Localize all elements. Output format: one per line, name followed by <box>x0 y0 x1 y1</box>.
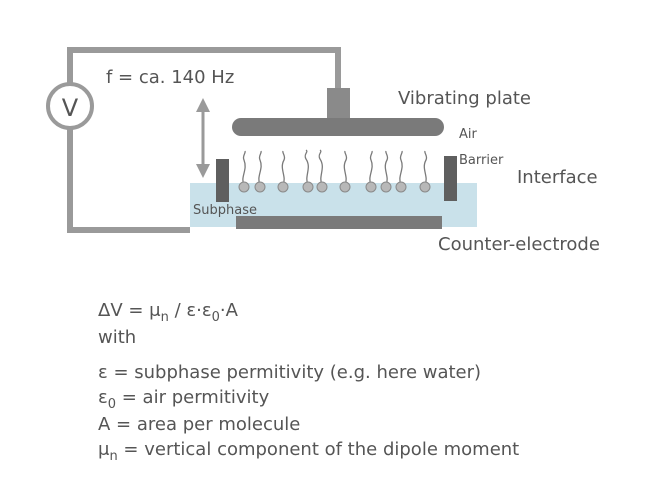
molecule-tail <box>304 149 309 186</box>
voltmeter: V <box>46 82 94 130</box>
vibration-arrow-head-down <box>196 164 210 178</box>
molecule-tail <box>423 150 428 186</box>
molecule-head <box>254 181 266 193</box>
epsilon0-definition: ε0 = air permitivity <box>98 385 638 412</box>
molecule-head <box>419 181 431 193</box>
delta-v-lhs-subscript: n <box>160 310 169 325</box>
area-definition: A = area per molecule <box>98 414 301 435</box>
delta-v-equation: ΔV = μn / ε·ε0·A <box>98 298 638 325</box>
molecule-tails <box>242 149 428 186</box>
delta-v-middle: / ε·ε <box>168 300 212 321</box>
molecule-heads <box>238 181 431 193</box>
molecule-head <box>302 181 314 193</box>
mu-text: = vertical component of the dipole momen… <box>117 439 520 460</box>
delta-v-lhs: ΔV = μ <box>98 300 161 321</box>
mu-subscript: n <box>109 449 118 464</box>
molecule-tail <box>258 150 262 186</box>
epsilon0-text: = air permitivity <box>116 387 270 408</box>
molecule-head <box>365 181 377 193</box>
wire-bottom <box>67 128 190 233</box>
formula-block: ΔV = μn / ε·ε0·A with ε = subphase permi… <box>98 298 638 464</box>
molecule-head <box>395 181 407 193</box>
epsilon0-subscript: 0 <box>107 397 117 412</box>
vibration-arrow-head-up <box>196 98 210 112</box>
counter-electrode-label: Counter-electrode <box>438 234 600 255</box>
barrier-right <box>444 156 457 201</box>
counter-electrode <box>236 216 442 229</box>
interface-label: Interface <box>517 167 598 188</box>
vibrating-plate-stem <box>327 88 350 118</box>
trough-left-notch <box>190 217 236 227</box>
voltmeter-circle <box>46 82 94 130</box>
molecule-head <box>238 181 250 193</box>
molecule-tail <box>399 150 403 186</box>
mu-symbol: μ <box>98 439 110 460</box>
molecule-head <box>339 181 351 193</box>
molecule-head <box>277 181 289 193</box>
barrier-label: Barrier <box>459 153 504 168</box>
molecule-tail <box>318 149 323 186</box>
frequency-label: f = ca. 140 Hz <box>106 67 234 88</box>
air-label: Air <box>459 127 478 142</box>
mu-definition: μn = vertical component of the dipole mo… <box>98 437 638 464</box>
molecule-tail <box>369 150 373 186</box>
circuit-wires <box>67 47 341 233</box>
voltmeter-label: V <box>62 94 79 122</box>
epsilon-definition: ε = subphase permitivity (e.g. here wate… <box>98 362 482 383</box>
with-label: with <box>98 327 137 348</box>
vibration-arrow <box>196 98 210 178</box>
formula-spacer <box>98 350 638 360</box>
vibrating-plate-body <box>232 118 444 136</box>
delta-v-rhs: ·A <box>219 300 238 321</box>
molecule-tail <box>281 150 286 186</box>
molecule-tail <box>343 150 348 186</box>
molecule-tail <box>242 150 246 186</box>
barrier-left <box>216 159 229 202</box>
delta-v-middle-subscript: 0 <box>211 310 220 325</box>
molecule-head <box>316 181 328 193</box>
vibrating-plate <box>232 88 444 136</box>
wire-top <box>67 47 341 90</box>
epsilon0-symbol: ε <box>98 387 108 408</box>
subphase-label: Subphase <box>193 203 257 218</box>
vibrating-plate-label: Vibrating plate <box>398 88 531 109</box>
molecule-head <box>380 181 392 193</box>
molecule-tail <box>384 150 389 186</box>
